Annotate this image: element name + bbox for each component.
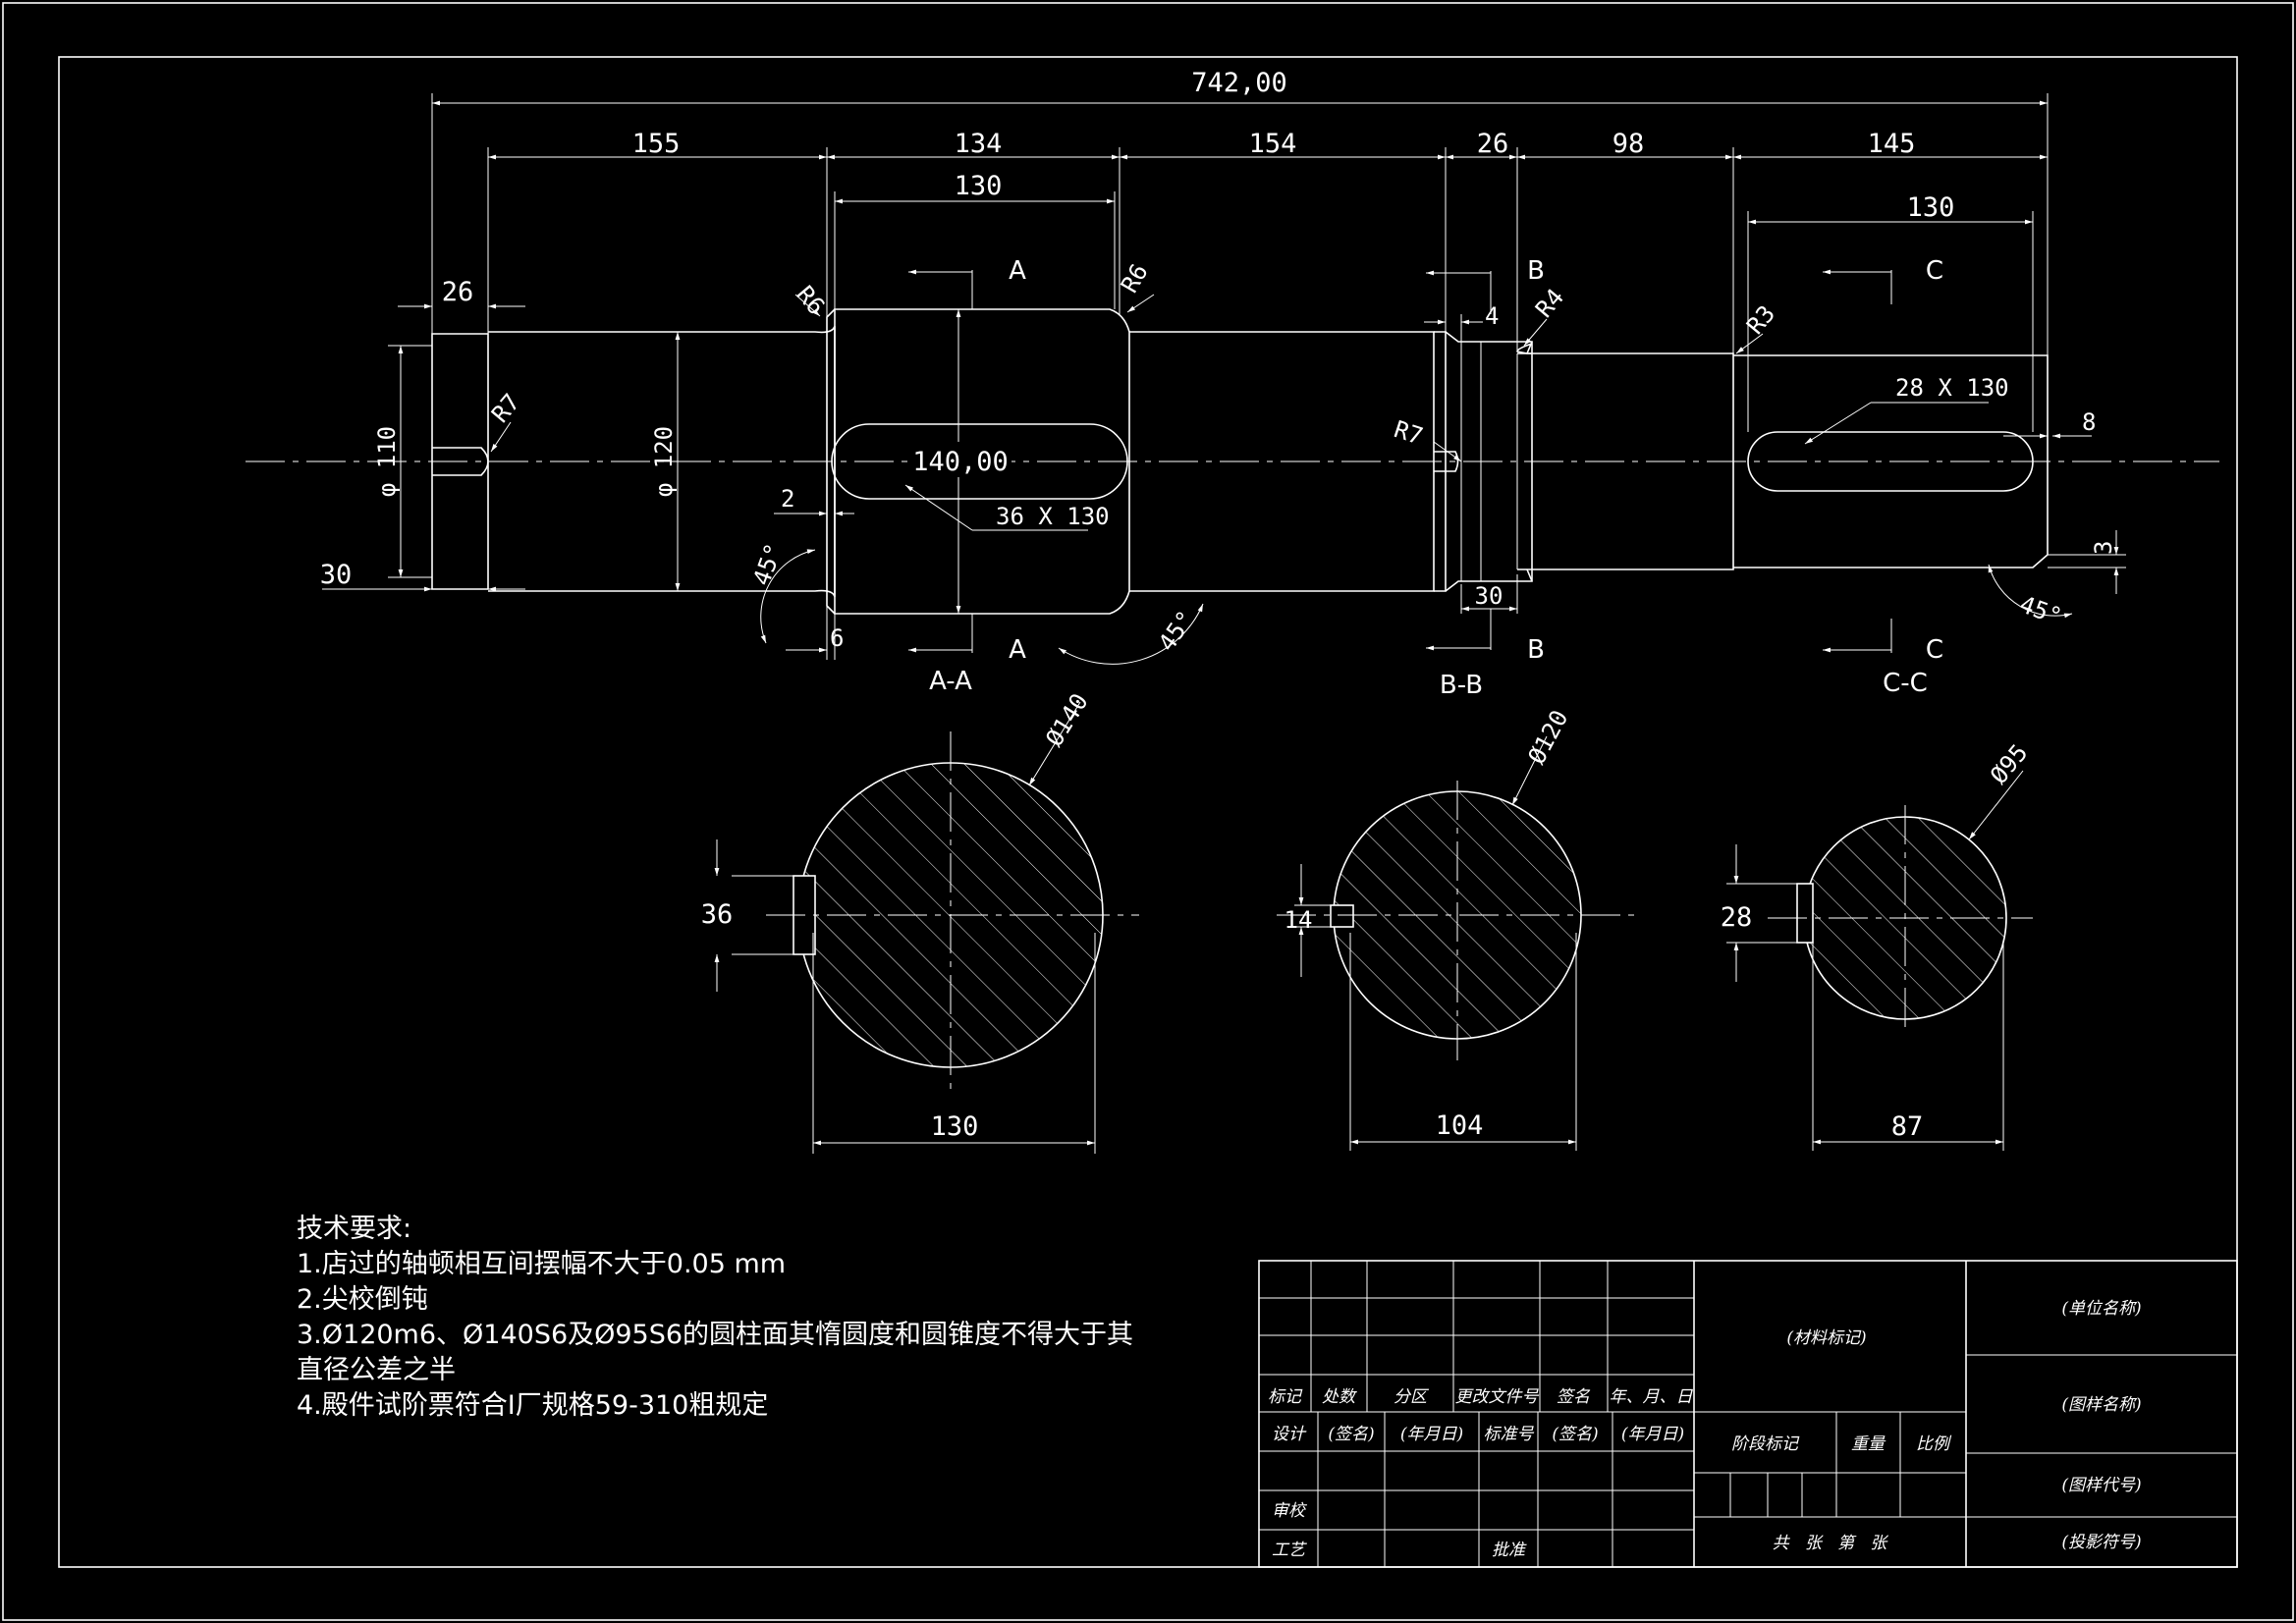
chamfer-45-b: 45° (1153, 606, 1200, 657)
section-b-top: B (1527, 256, 1545, 286)
section-bb-key: 14 (1285, 906, 1313, 934)
radius-r6-left: R6 (791, 281, 830, 320)
overall-length-dim: 742,00 (1191, 68, 1287, 98)
dim-dia-140: 140,00 (912, 447, 1009, 477)
section-b-bottom: B (1527, 635, 1545, 665)
tb-drawing-name: (图样名称) (2061, 1395, 2141, 1415)
tb-weight: 重量 (1851, 1434, 1886, 1454)
section-a-bottom: A (1009, 635, 1026, 665)
radius-r7-left: R7 (486, 389, 525, 428)
dim-left-30: 30 (320, 560, 353, 590)
notes-title: 技术要求: (297, 1214, 411, 1244)
dim-key-36x130: 36 X 130 (996, 503, 1110, 530)
keyway-c (1747, 431, 2034, 492)
tb-sign2: (签名) (1552, 1425, 1598, 1444)
tb-review: 审校 (1272, 1501, 1308, 1521)
technical-notes: 技术要求: 1.店过的轴顿相互间摆幅不大于0.05 mm 2.尖校倒钝 3.Ø1… (297, 1214, 1133, 1421)
keyway-a (831, 423, 1128, 500)
dim-dia-110: φ 110 (373, 426, 401, 497)
notes-item-3a: 3.Ø120m6、Ø140S6及Ø95S6的圆柱面其惰圆度和圆锥度不得大于其 (297, 1320, 1133, 1350)
tb-stage: 阶段标记 (1731, 1434, 1800, 1454)
radius-r4: R4 (1530, 284, 1569, 323)
segment-dimensions (487, 147, 2048, 353)
dim-key-c-130: 130 (1907, 192, 1955, 223)
tb-signature: 签名 (1557, 1387, 1591, 1407)
inner-frame (58, 56, 2238, 1568)
notes-item-1: 1.店过的轴顿相互间摆幅不大于0.05 mm (297, 1249, 786, 1279)
section-c-top: C (1926, 256, 1943, 286)
section-cc-dia: Ø95 (1985, 739, 2033, 789)
section-aa (714, 701, 1139, 1154)
radius-r3: R3 (1741, 300, 1780, 340)
section-cc (1726, 770, 2033, 1151)
tb-zone: 分区 (1394, 1387, 1430, 1407)
section-aa-dia: Ø140 (1040, 688, 1093, 751)
dim-small-2: 2 (781, 485, 794, 513)
section-bb (1277, 735, 1635, 1151)
title-block (1258, 1260, 2238, 1568)
dim-left-26: 26 (442, 277, 474, 307)
dim-145: 145 (1868, 129, 1916, 159)
shaft-outline (431, 308, 2049, 615)
tb-process: 工艺 (1272, 1541, 1307, 1560)
notes-item-2: 2.尖校倒钝 (297, 1284, 428, 1315)
dim-154: 154 (1249, 129, 1297, 159)
dim-155: 155 (632, 129, 681, 159)
section-cc-width: 87 (1891, 1111, 1924, 1142)
section-cc-key: 28 (1721, 902, 1753, 933)
dim-small-3: 3 (2090, 541, 2117, 555)
dim-26-right: 26 (1477, 129, 1509, 159)
dim-key-28x130: 28 X 130 (1895, 374, 2009, 402)
chamfer-45-c: 45° (2016, 590, 2065, 630)
section-c-bottom: C (1926, 635, 1943, 665)
tb-date2: (年月日) (1621, 1425, 1684, 1444)
center-holes (432, 447, 1459, 476)
section-aa-width: 130 (931, 1111, 979, 1142)
dim-dia-120: φ 120 (650, 426, 678, 497)
tb-count: 处数 (1322, 1387, 1357, 1407)
radius-r7-right: R7 (1391, 415, 1426, 451)
section-b-label: B-B (1440, 671, 1483, 700)
notes-item-3b: 直径公差之半 (297, 1355, 456, 1385)
tb-scale: 比例 (1916, 1434, 1952, 1454)
tb-material: (材料标记) (1786, 1328, 1866, 1348)
tb-drawing-code: (图样代号) (2061, 1476, 2141, 1495)
tb-date: 年、月、日 (1610, 1387, 1694, 1407)
tb-change-doc: 更改文件号 (1455, 1387, 1540, 1407)
dim-small-30-b: 30 (1475, 582, 1503, 610)
radius-r6-right: R6 (1116, 259, 1154, 298)
dim-small-6: 6 (830, 624, 844, 652)
dim-small-4: 4 (1485, 302, 1499, 330)
dim-small-8: 8 (2082, 408, 2096, 436)
section-aa-key: 36 (701, 899, 734, 930)
tb-projection: (投影符号) (2061, 1533, 2141, 1552)
notes-item-4: 4.殿件试阶票符合I厂规格59-310粗规定 (297, 1390, 768, 1421)
tb-unit-name: (单位名称) (2061, 1299, 2141, 1319)
tb-sign1: (签名) (1328, 1425, 1374, 1444)
dim-key-a-130: 130 (955, 171, 1003, 201)
tb-date1: (年月日) (1400, 1425, 1463, 1444)
tb-standard: 标准号 (1484, 1425, 1535, 1444)
section-bb-dia: Ø120 (1523, 706, 1574, 769)
chamfer-45-a: 45° (747, 540, 788, 589)
section-a-label: A-A (929, 667, 972, 696)
section-bb-width: 104 (1436, 1110, 1484, 1141)
section-markers (908, 269, 1892, 653)
tb-approve: 批准 (1492, 1541, 1527, 1560)
dim-98: 98 (1613, 129, 1645, 159)
section-c-label: C-C (1883, 669, 1928, 698)
tb-sheets: 共 张 第 张 (1773, 1534, 1889, 1553)
dim-134: 134 (955, 129, 1003, 159)
tb-mark: 标记 (1268, 1387, 1303, 1407)
tb-design: 设计 (1272, 1425, 1307, 1444)
section-a-top: A (1009, 256, 1026, 286)
